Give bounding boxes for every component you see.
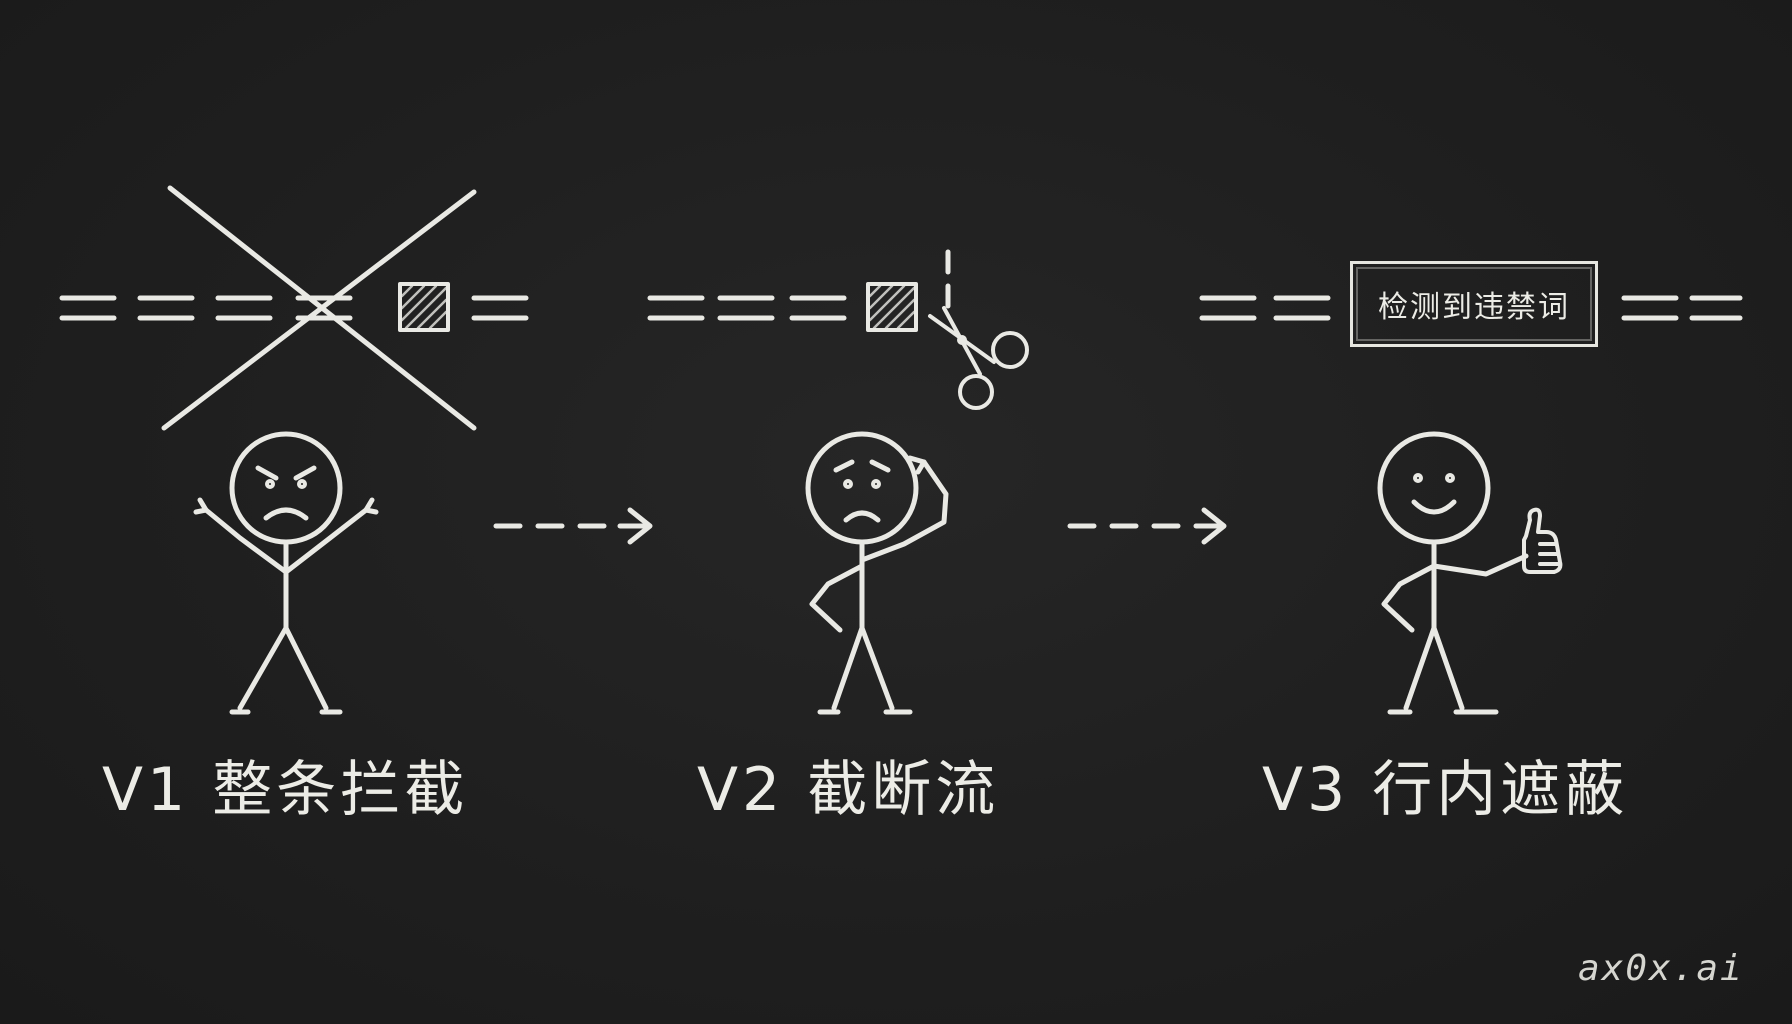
watermark: ax0x.ai xyxy=(1578,948,1744,989)
arrow-right-icon-1 xyxy=(493,507,653,545)
blocked-token-icon xyxy=(398,282,450,332)
blocked-token-icon-2 xyxy=(866,282,918,332)
caption-v2: V2 截断流 xyxy=(697,755,1000,825)
caption-v3: V3 行内遮蔽 xyxy=(1262,755,1629,825)
stream-v1 xyxy=(59,295,529,321)
caption-v1: V1 整条拦截 xyxy=(102,755,469,825)
stick-figure-happy xyxy=(1377,431,1529,715)
panel-v1 xyxy=(59,185,529,715)
panel-v2 xyxy=(647,249,1029,715)
thumbs-up-icon xyxy=(1522,507,1563,574)
stick-figure-worried xyxy=(805,431,949,715)
cross-out-icon xyxy=(161,185,477,431)
arrow-right-icon-2 xyxy=(1067,507,1227,545)
masked-word-banner: 检测到违禁词 xyxy=(1350,261,1598,347)
stream-v3 xyxy=(1199,295,1743,321)
stream-v2 xyxy=(647,295,847,321)
stick-figure-angry xyxy=(193,431,379,715)
scissors-icon xyxy=(928,306,1029,410)
banner-text: 检测到违禁词 xyxy=(1378,290,1570,325)
panel-v3 xyxy=(1199,295,1743,715)
